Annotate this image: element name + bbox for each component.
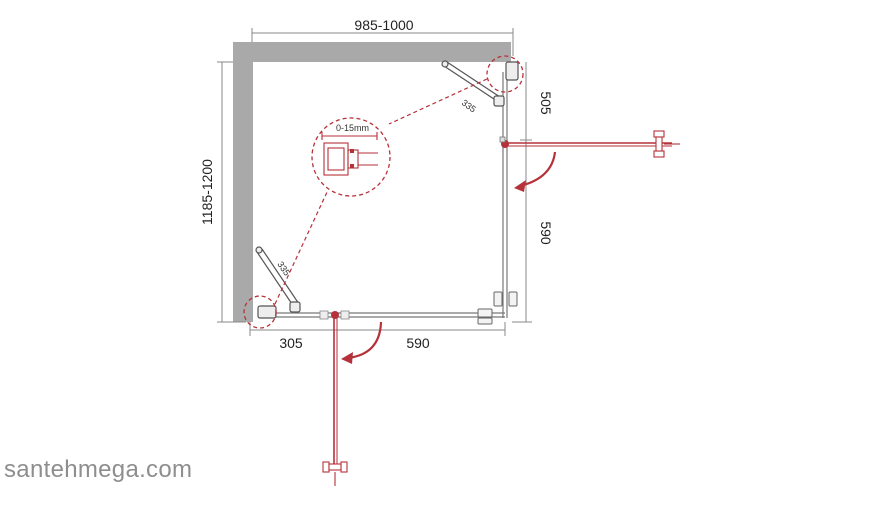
glass-right-fixed-panel (502, 72, 508, 318)
right-door-swing-arrow (514, 151, 557, 192)
wall-top (233, 42, 511, 62)
right-lower-segment-label: 590 (538, 221, 554, 245)
glass-bottom-fixed-panel (262, 312, 505, 318)
magnified-detail (311, 117, 391, 197)
top-hinge-arm (441, 60, 519, 107)
bottom-door-swing-arrow (341, 321, 383, 364)
left-height-label: 1185-1200 (199, 159, 215, 225)
watermark-text: santehmega.com (4, 456, 193, 483)
right-door-handle (653, 130, 680, 158)
adjustment-range-label: 0-15mm (336, 123, 369, 133)
bottom-right-segment-label: 590 (406, 335, 430, 351)
detail-leader-lines (274, 78, 488, 305)
bottom-hinge-arm (255, 246, 301, 319)
bottom-door-handle (322, 461, 348, 486)
top-dimension-line (251, 28, 514, 56)
right-top-segment-label: 505 (538, 91, 554, 115)
wall-left (233, 42, 253, 322)
left-dimension-line (217, 61, 246, 323)
right-dimension-line (512, 62, 532, 323)
right-door-panel (499, 136, 672, 148)
detail-circle-bottom-left (243, 295, 277, 329)
bottom-hinge-arm-label: 335 (275, 260, 292, 278)
bottom-dimension-line (249, 322, 506, 336)
bottom-door-panel (319, 310, 350, 466)
bottom-left-segment-label: 305 (279, 335, 303, 351)
corner-connector (477, 291, 518, 325)
top-hinge-arm-label: 335 (460, 98, 478, 115)
top-width-label: 985-1000 (354, 17, 413, 33)
detail-circle-top-right (486, 55, 524, 93)
